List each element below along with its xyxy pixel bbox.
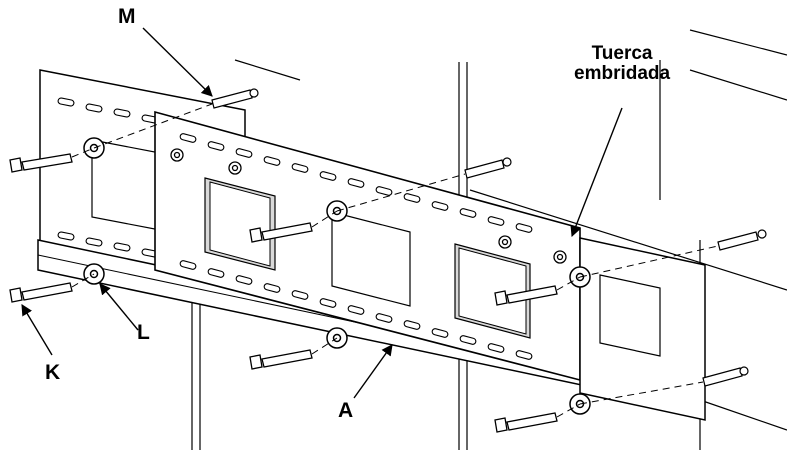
wall-anchor-icon (211, 88, 767, 387)
main-front-plate (154, 110, 581, 382)
callout-flange-nut-line2: embridada (574, 62, 671, 84)
right-rear-plate (579, 237, 706, 421)
lag-bolt-icon (9, 153, 558, 433)
wall-lines (191, 29, 787, 450)
callout-l: L (137, 321, 150, 344)
flange-nut-icon (170, 148, 567, 264)
callout-flange-nut-line1: Tuerca (591, 43, 653, 64)
callout-a: A (338, 399, 354, 422)
callout-m: M (118, 5, 136, 28)
alignment-lines (71, 103, 719, 418)
callout-k: K (45, 361, 61, 384)
callout-flange-nut: Tuerca embridada (574, 44, 670, 84)
leader-lines (21, 27, 623, 399)
